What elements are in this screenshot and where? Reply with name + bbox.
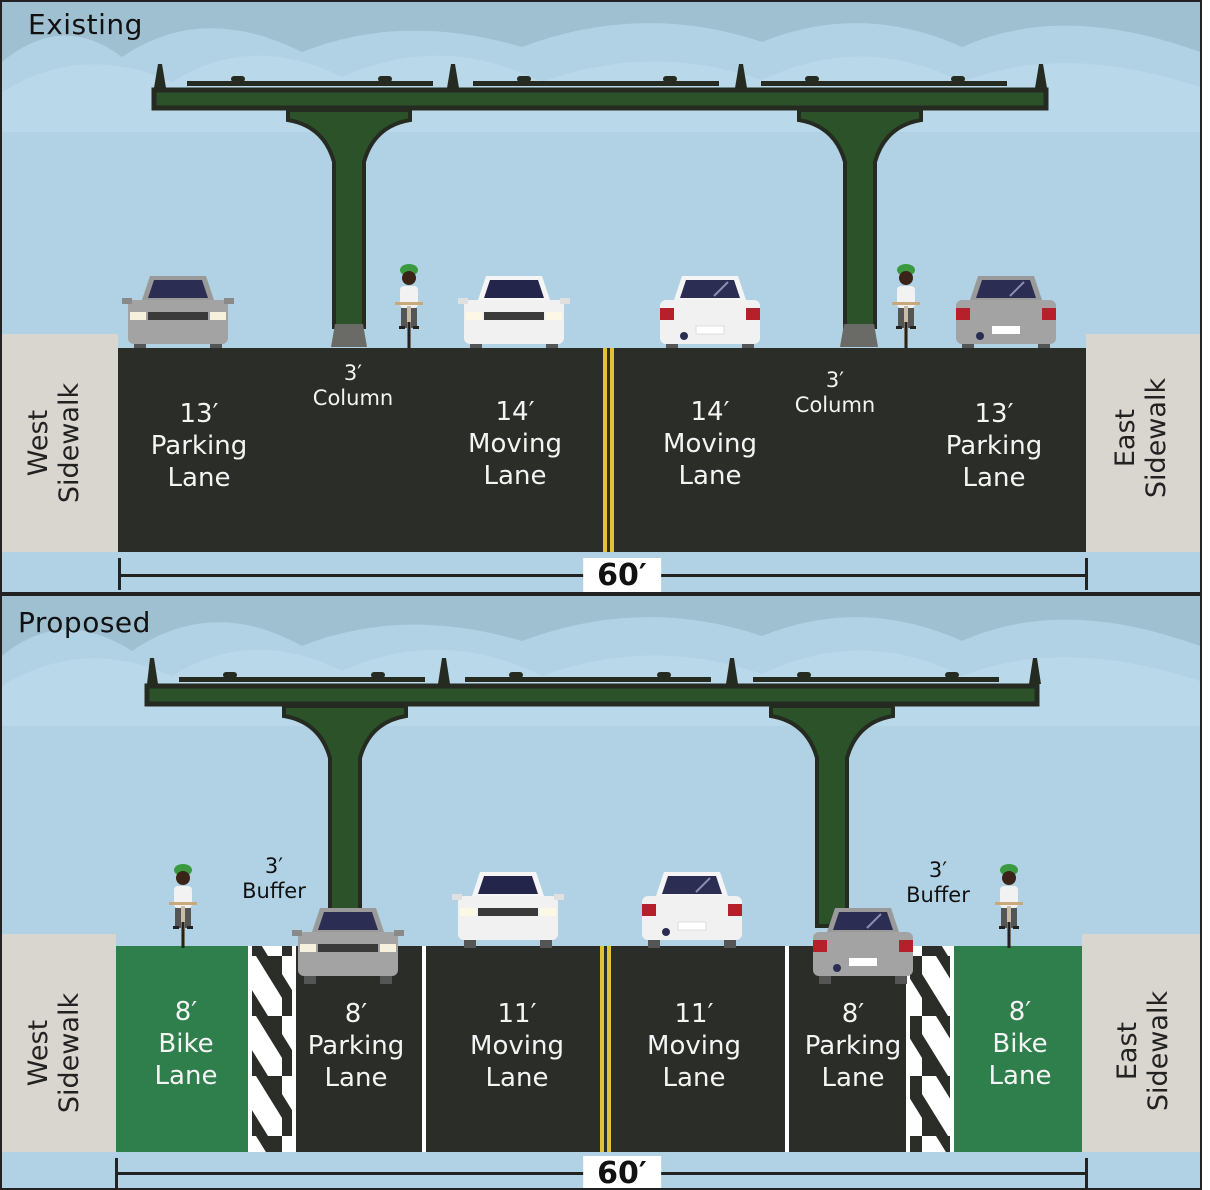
segment-label-parking-lane-west: 8′ Parking Lane	[308, 998, 404, 1094]
existing-panel: Existing West Sidewalk East Sidewalk 13′…	[0, 0, 1202, 594]
buffer-line	[906, 946, 910, 1152]
elevated-structure	[151, 64, 1049, 347]
buffer-line	[248, 946, 252, 1152]
center-line	[600, 946, 604, 1152]
west-bike-lane	[116, 946, 248, 1152]
parking-line	[422, 946, 426, 1152]
segment-label-line: Lane	[483, 461, 547, 491]
existing-illustration	[2, 2, 1200, 592]
segment-label-line: Buffer	[242, 879, 306, 903]
east-bike-lane	[954, 946, 1082, 1152]
buffer-line	[950, 946, 954, 1152]
east-sidewalk-label: East Sidewalk	[1110, 378, 1172, 498]
segment-label-line: Lane	[988, 1061, 1052, 1091]
east-buffer	[910, 946, 950, 1152]
cloud-shadow	[2, 596, 1200, 656]
segment-label-line: Moving	[470, 1031, 564, 1061]
segment-label-buffer-east: 3′ Buffer	[906, 858, 970, 908]
existing-scene	[2, 2, 1200, 592]
west-sidewalk	[2, 334, 118, 552]
segment-label-bike-lane-east: 8′ Bike Lane	[989, 996, 1052, 1092]
parking-line	[785, 946, 789, 1152]
existing-title: Existing	[28, 8, 143, 41]
segment-label-line: 3′	[928, 858, 948, 882]
segment-label-line: 13′	[974, 399, 1014, 429]
total-width-label: 60′	[583, 1156, 661, 1188]
segment-label-moving-lane-east: 11′ Moving Lane	[647, 998, 741, 1094]
segment-label-line: Lane	[821, 1063, 885, 1093]
segment-label-line: Lane	[678, 461, 742, 491]
east-sidewalk	[1082, 934, 1200, 1152]
segment-label-line: Lane	[324, 1063, 388, 1093]
segment-label-line: Moving	[468, 429, 562, 459]
segment-label-line: Sidewalk	[54, 382, 85, 504]
segment-label-line: 8′	[1008, 997, 1032, 1027]
segment-label-line: Parking	[945, 431, 1043, 461]
segment-label-parking-lane-west: 13′ Parking Lane	[151, 398, 247, 494]
roadway	[118, 348, 1086, 552]
segment-label-line: 8′	[174, 997, 198, 1027]
segment-label-line: 8′	[841, 999, 865, 1029]
segment-label-line: 3′	[825, 368, 845, 392]
segment-label-buffer-west: 3′ Buffer	[242, 854, 306, 904]
segment-label-line: East	[1112, 1021, 1143, 1081]
segment-label-column-east: 3′ Column	[795, 368, 875, 418]
segment-label-line: Lane	[485, 1063, 549, 1093]
segment-label-line: 8′	[344, 999, 368, 1029]
segment-label-parking-lane-east: 13′ Parking Lane	[946, 398, 1042, 494]
segment-label-line: Lane	[154, 1061, 218, 1091]
segment-label-line: Sidewalk	[1143, 990, 1174, 1112]
segment-label-line: Column	[794, 393, 876, 417]
center-line	[610, 348, 614, 552]
west-sidewalk-label: West Sidewalk	[23, 383, 85, 503]
segment-label-column-west: 3′ Column	[313, 361, 393, 411]
segment-label-line: 11′	[497, 999, 537, 1029]
segment-label-line: Parking	[150, 431, 248, 461]
proposed-title: Proposed	[18, 606, 151, 639]
west-sidewalk-label: West Sidewalk	[23, 993, 85, 1113]
west-sidewalk	[2, 934, 116, 1152]
segment-label-line: 3′	[264, 854, 284, 878]
elevated-structure	[144, 658, 1041, 928]
segment-label-line: Buffer	[906, 883, 970, 907]
center-line	[603, 348, 607, 552]
west-buffer	[252, 946, 292, 1152]
east-sidewalk-label: East Sidewalk	[1112, 991, 1174, 1111]
segment-label-line: Column	[312, 386, 394, 410]
segment-label-line: Lane	[662, 1063, 726, 1093]
segment-label-line: East	[1110, 408, 1141, 468]
segment-label-parking-lane-east: 8′ Parking Lane	[805, 998, 901, 1094]
proposed-panel: Proposed West Sidewalk East Sidewalk 8′ …	[0, 594, 1202, 1190]
segment-label-line: Lane	[167, 463, 231, 493]
segment-label-line: Sidewalk	[1141, 377, 1172, 499]
center-line	[607, 946, 611, 1152]
segment-label-line: Bike	[992, 1029, 1048, 1059]
segment-label-line: 3′	[343, 361, 363, 385]
east-sidewalk	[1086, 334, 1200, 552]
segment-label-line: 11′	[674, 999, 714, 1029]
segment-label-line: Parking	[804, 1031, 902, 1061]
segment-label-line: 14′	[690, 397, 730, 427]
proposed-scene	[2, 596, 1200, 1188]
segment-label-line: Moving	[647, 1031, 741, 1061]
segment-label-line: West	[23, 409, 54, 477]
total-width-label: 60′	[583, 558, 661, 592]
segment-label-line: Moving	[663, 429, 757, 459]
segment-label-line: Sidewalk	[54, 992, 85, 1114]
segment-label-line: Bike	[158, 1029, 214, 1059]
segment-label-moving-lane-west: 14′ Moving Lane	[468, 396, 562, 492]
segment-label-line: Lane	[962, 463, 1026, 493]
segment-label-moving-lane-west: 11′ Moving Lane	[470, 998, 564, 1094]
segment-label-moving-lane-east: 14′ Moving Lane	[663, 396, 757, 492]
segment-label-line: 13′	[179, 399, 219, 429]
buffer-line	[292, 946, 296, 1152]
segment-label-bike-lane-west: 8′ Bike Lane	[155, 996, 218, 1092]
segment-label-line: 14′	[495, 397, 535, 427]
proposed-illustration	[2, 596, 1200, 1188]
segment-label-line: Parking	[307, 1031, 405, 1061]
segment-label-line: West	[23, 1019, 54, 1087]
cloud-shadow	[2, 2, 1200, 62]
